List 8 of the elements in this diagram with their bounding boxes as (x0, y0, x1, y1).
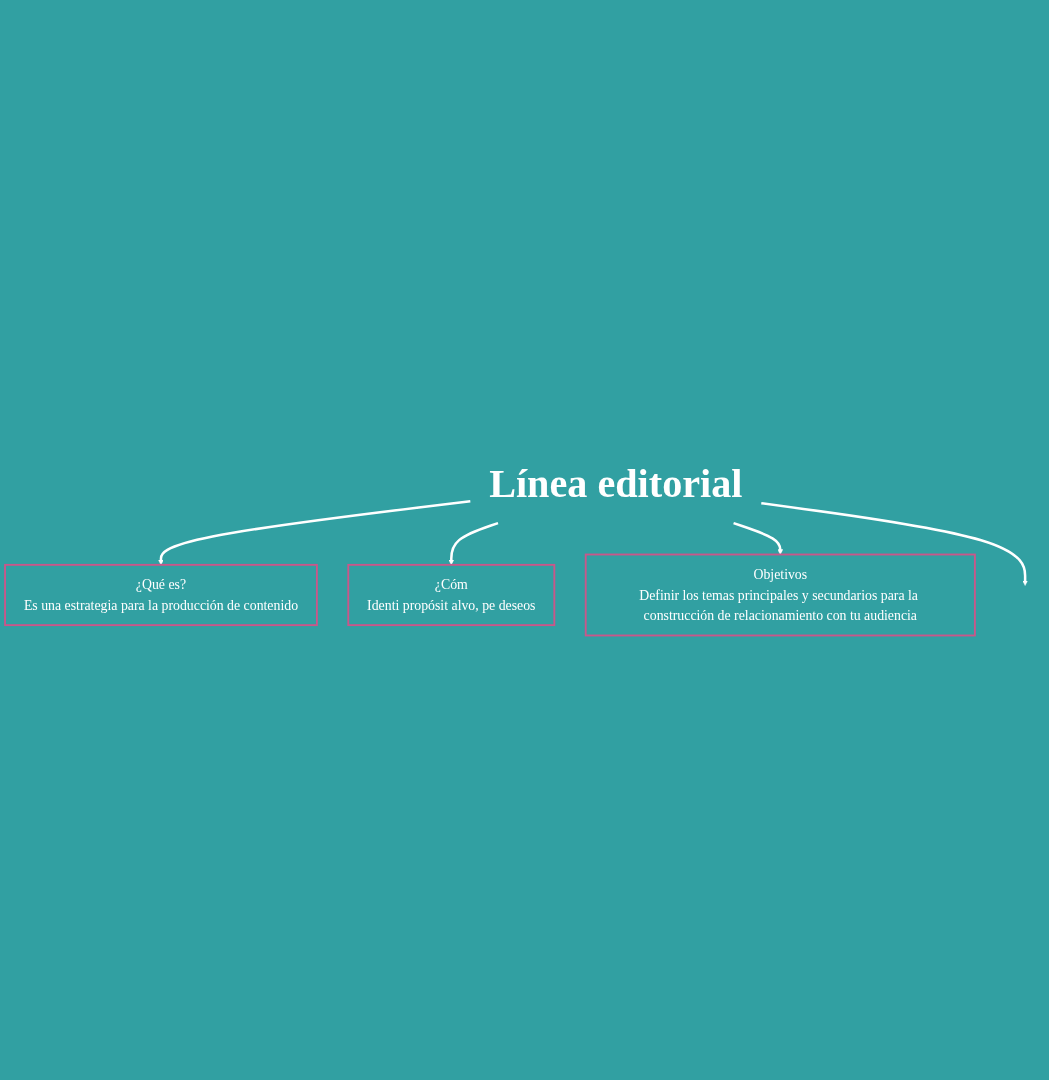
arrow (448, 522, 499, 566)
info-box: Objetivos Definir los temas principales y secundarios para la construcción de relacionamiento con tu audiencia (584, 553, 976, 637)
arrow (158, 500, 471, 566)
arrow (761, 502, 1028, 587)
arrow (733, 522, 784, 555)
title-text: Línea editorial (489, 461, 743, 506)
info-box: ¿Cóm Identi propósit alvo, pe deseos (347, 564, 556, 627)
info-box: ¿Qué es? Es una estrategia para la producción de contenido (4, 564, 318, 627)
